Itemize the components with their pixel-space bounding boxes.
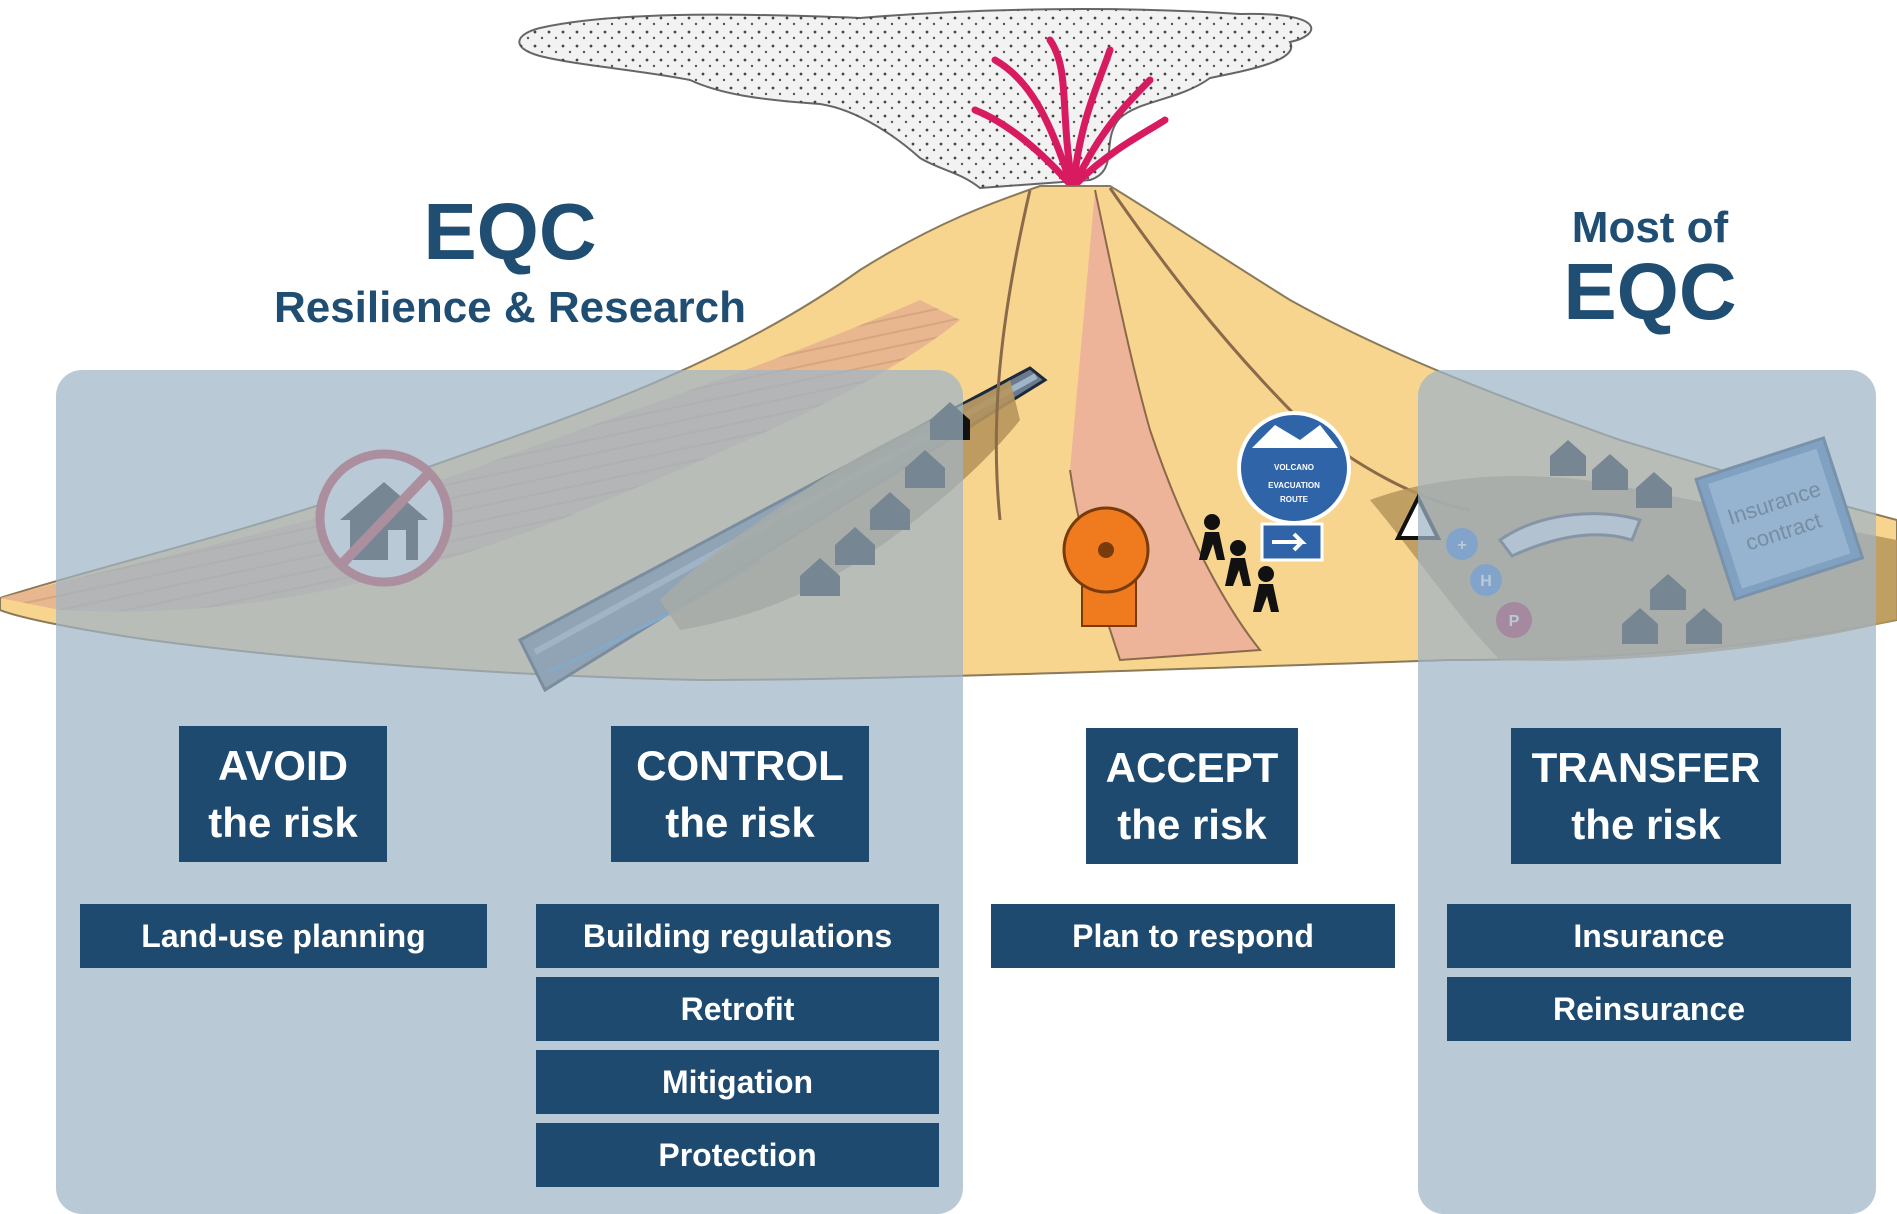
item-mitigation: Mitigation [536,1050,939,1114]
right-heading-prefix: Most of [1571,203,1729,252]
item-retrofit: Retrofit [536,977,939,1041]
left-heading-title: EQC [423,187,597,276]
accept-sub: the risk [1117,801,1267,848]
item-land-use-planning: Land-use planning [80,904,487,968]
avoid-box: AVOID the risk [179,726,387,862]
item-insurance: Insurance [1447,904,1851,968]
accept-verb: ACCEPT [1105,744,1279,791]
control-verb: CONTROL [636,742,844,789]
siren-icon [1062,506,1150,627]
avoid-verb: AVOID [218,742,348,789]
people-icon [1199,514,1279,612]
evac-sign-line: ROUTE [1280,495,1309,504]
item-plan-to-respond: Plan to respond [991,904,1395,968]
evac-sign-line: VOLCANO [1274,463,1314,472]
transfer-box: TRANSFER the risk [1511,728,1781,864]
avoid-sub: the risk [208,799,358,846]
left-heading-subtitle: Resilience & Research [273,283,747,332]
transfer-items: Insurance Reinsurance [1447,904,1851,1041]
accept-box: ACCEPT the risk [1086,728,1298,864]
item-building-regulations: Building regulations [536,904,939,968]
evacuation-sign: VOLCANO EVACUATION ROUTE [1237,411,1351,562]
transfer-sub: the risk [1571,801,1721,848]
item-reinsurance: Reinsurance [1447,977,1851,1041]
right-heading-title: EQC [1563,247,1737,336]
control-items: Building regulations Retrofit Mitigation… [536,904,939,1187]
lava-fountain [971,36,1169,186]
item-protection: Protection [536,1123,939,1187]
control-sub: the risk [665,799,815,846]
evac-sign-line: EVACUATION [1268,481,1320,490]
transfer-verb: TRANSFER [1531,744,1761,791]
control-box: CONTROL the risk [611,726,869,862]
